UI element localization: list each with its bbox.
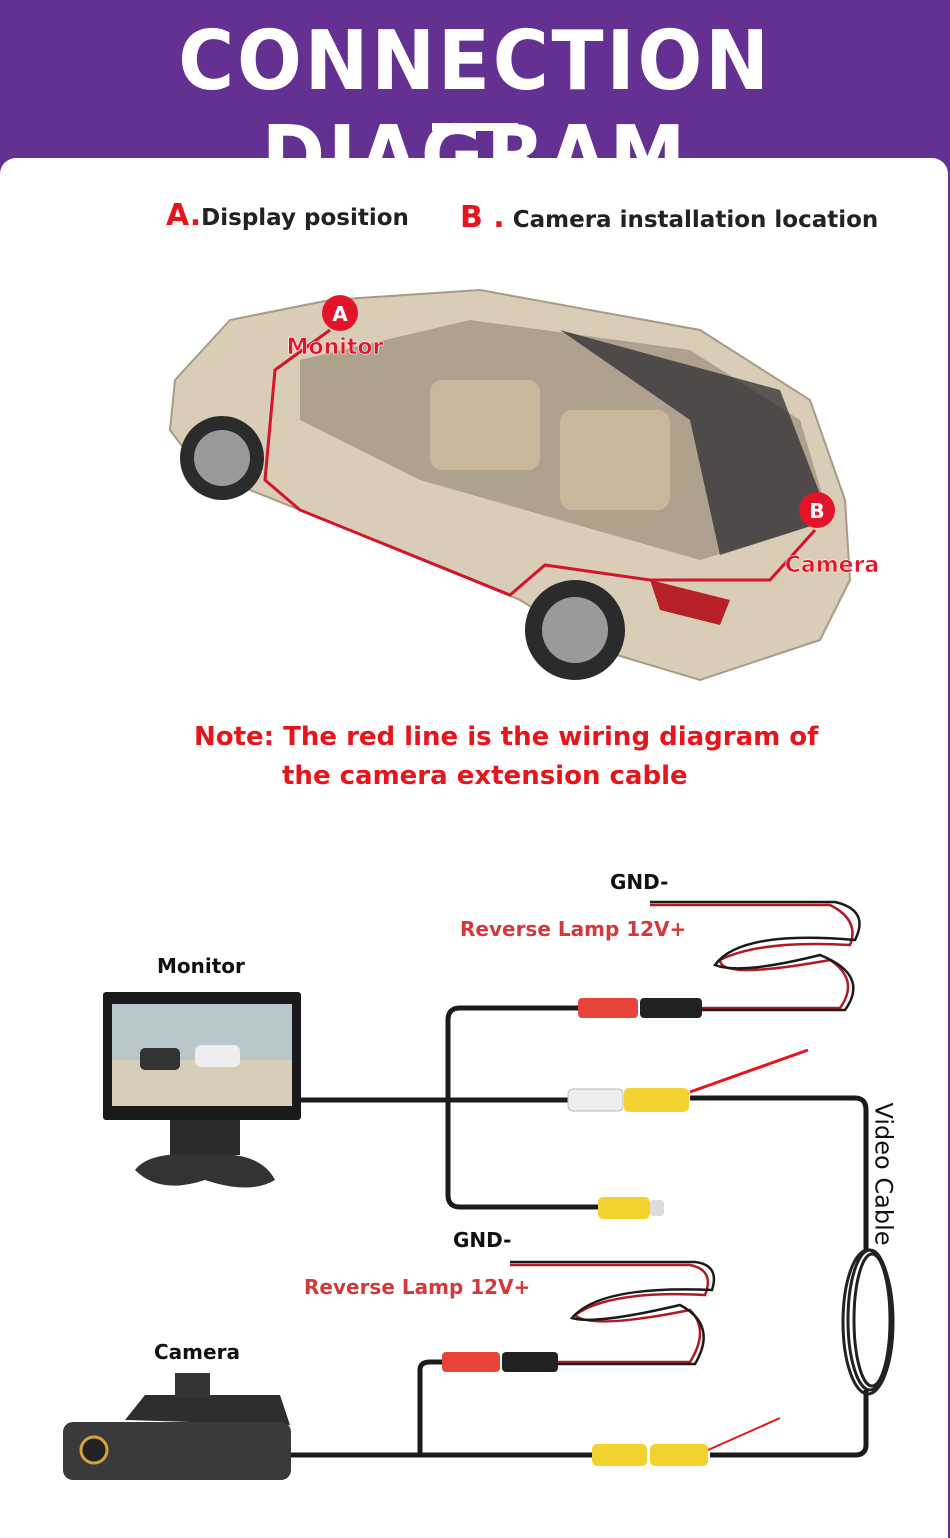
reverse-lamp-bottom-label: Reverse Lamp 12V+ xyxy=(304,1275,531,1299)
connectors xyxy=(442,998,708,1466)
legend-a: A.Display position xyxy=(166,198,409,233)
camera-illustration xyxy=(63,1373,291,1480)
reverse-lamp-top-label: Reverse Lamp 12V+ xyxy=(460,917,687,941)
monitor-label: Monitor xyxy=(157,954,245,978)
legend-b-letter: B . xyxy=(460,200,505,235)
legend-b-text: Camera installation location xyxy=(512,207,879,233)
note-line-1: Note: The red line is the wiring diagram… xyxy=(194,722,819,752)
video-cable-label: Video Cable xyxy=(869,1102,898,1246)
power-leads xyxy=(510,900,861,1451)
marker-a: A xyxy=(332,302,348,326)
title-underline xyxy=(432,123,518,131)
marker-b: B xyxy=(809,499,824,523)
cables xyxy=(290,1005,869,1458)
marker-a-label: Monitor xyxy=(287,335,384,360)
video-cable-coil xyxy=(841,1248,895,1396)
monitor-illustration xyxy=(103,992,301,1188)
marker-b-label: Camera xyxy=(785,553,880,578)
car-illustration: A Monitor B Camera xyxy=(168,288,880,682)
legend-a-letter: A. xyxy=(166,198,202,233)
legend-b: B . Camera installation location xyxy=(460,200,878,235)
camera-label: Camera xyxy=(154,1340,240,1364)
gnd-top-label: GND- xyxy=(610,870,669,894)
legend-a-text: Display position xyxy=(201,205,409,231)
note-line-2: the camera extension cable xyxy=(282,761,688,791)
gnd-bottom-label: GND- xyxy=(453,1228,512,1252)
